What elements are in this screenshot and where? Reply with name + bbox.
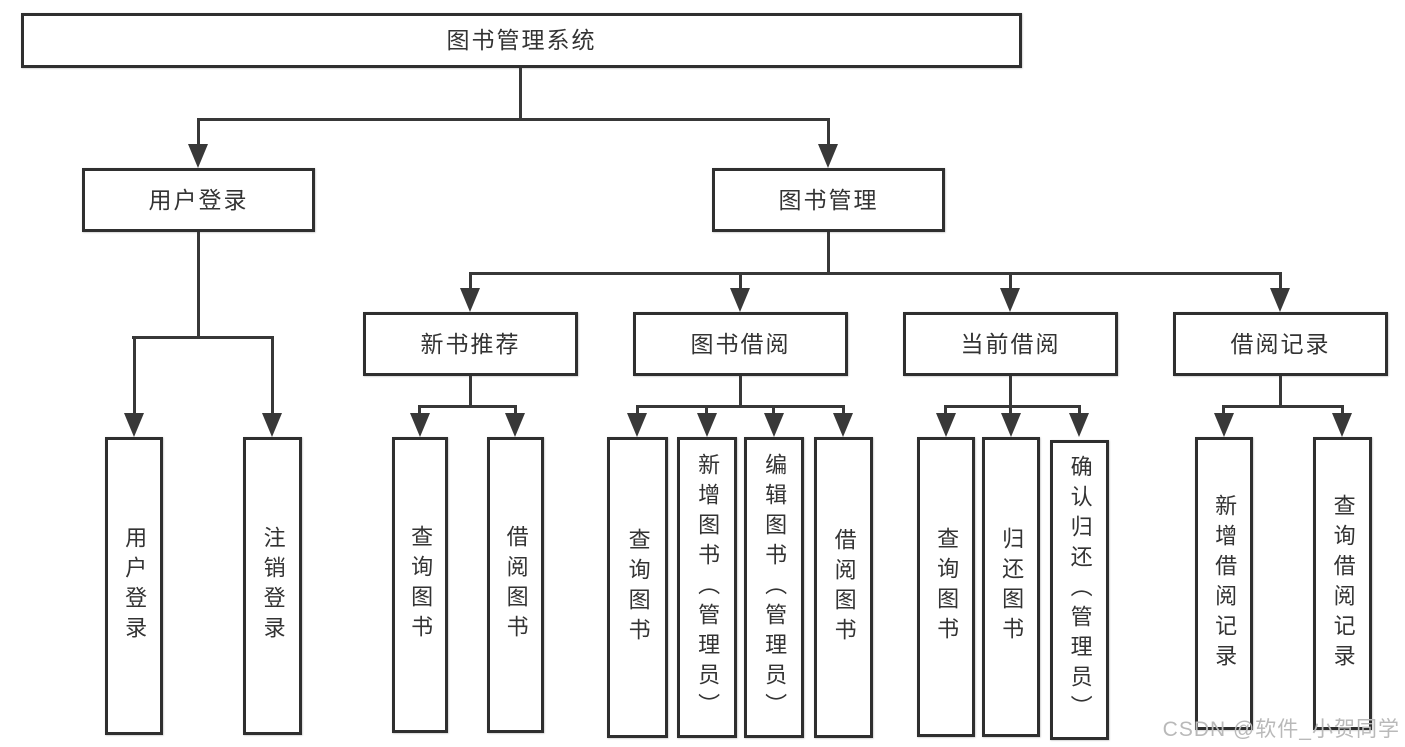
node-new-book-recommend: 新书推荐: [363, 312, 578, 376]
connector-stem-cb-return: [1009, 405, 1012, 413]
node-leaf-br-add-record: 新增借阅记录: [1195, 437, 1253, 730]
connector-stem-logout: [271, 336, 274, 413]
node-book-borrowing-label: 图书借阅: [690, 330, 791, 357]
connector-stem-new-book-recommend: [469, 272, 472, 288]
connector-stem-borrowing-records: [1279, 272, 1282, 288]
connector-stem-cb-query: [944, 405, 947, 413]
node-book-management-label: 图书管理: [778, 186, 879, 213]
node-leaf-bb-edit-books-admin-label: 编辑图书（管理员）: [762, 452, 788, 723]
connector-root-trunk: [519, 68, 522, 120]
arrow-nbr-query: [410, 413, 430, 437]
connector-nbr-rail: [418, 405, 516, 408]
node-library-management-system: 图书管理系统: [21, 13, 1022, 68]
connector-bb-trunk: [739, 376, 742, 405]
node-leaf-cb-return-books: 归还图书: [982, 437, 1040, 737]
connector-cb-trunk: [1009, 376, 1012, 405]
node-current-borrowing: 当前借阅: [903, 312, 1118, 376]
node-leaf-bb-edit-books-admin: 编辑图书（管理员）: [744, 437, 804, 738]
connector-stem-book-management: [827, 118, 830, 144]
connector-stem-br-query: [1341, 405, 1344, 413]
connector-stem-nbr-borrow: [514, 405, 517, 413]
node-library-management-system-label: 图书管理系统: [446, 27, 597, 53]
arrow-user-login-child: [124, 413, 144, 437]
arrow-cb-confirm: [1069, 413, 1089, 437]
node-leaf-logout-label: 注销登录: [260, 526, 286, 646]
arrow-user-login: [188, 144, 208, 168]
arrow-cb-return: [1001, 413, 1021, 437]
connector-br-rail: [1222, 405, 1344, 408]
connector-root-rail: [197, 118, 830, 121]
arrow-book-borrowing: [730, 288, 750, 312]
connector-br-trunk: [1279, 376, 1282, 405]
node-leaf-user-login-label: 用户登录: [122, 526, 148, 646]
node-leaf-nbr-query-books-label: 查询图书: [408, 525, 434, 645]
node-leaf-nbr-query-books: 查询图书: [392, 437, 448, 733]
node-user-login: 用户登录: [82, 168, 315, 232]
node-leaf-cb-query-books: 查询图书: [917, 437, 975, 737]
node-leaf-cb-confirm-return-admin: 确认归还（管理员）: [1050, 440, 1109, 740]
connector-stem-bb-edit: [772, 405, 775, 413]
arrow-bb-query: [627, 413, 647, 437]
arrow-new-book-recommend: [460, 288, 480, 312]
node-leaf-bb-borrow-books: 借阅图书: [814, 437, 873, 738]
node-leaf-br-add-record-label: 新增借阅记录: [1212, 493, 1238, 674]
arrow-br-query: [1332, 413, 1352, 437]
csdn-watermark: CSDN @软件_小贺同学: [1162, 718, 1400, 741]
arrow-current-borrowing: [1000, 288, 1020, 312]
node-leaf-cb-return-books-label: 归还图书: [999, 527, 1025, 647]
node-book-management: 图书管理: [712, 168, 945, 232]
connector-stem-br-add: [1222, 405, 1225, 413]
node-leaf-br-query-record: 查询借阅记录: [1313, 437, 1372, 730]
arrow-borrowing-records: [1270, 288, 1290, 312]
node-new-book-recommend-label: 新书推荐: [420, 330, 521, 357]
node-leaf-user-login: 用户登录: [105, 437, 163, 735]
connector-book-management-rail: [469, 272, 1282, 275]
connector-book-management-trunk: [827, 232, 830, 272]
connector-cb-rail: [944, 405, 1081, 408]
arrow-bb-edit: [764, 413, 784, 437]
node-leaf-bb-add-books-admin-label: 新增图书（管理员）: [695, 452, 721, 723]
connector-stem-book-borrowing: [739, 272, 742, 288]
arrow-bb-add: [697, 413, 717, 437]
connector-stem-bb-add: [705, 405, 708, 413]
node-borrowing-records-label: 借阅记录: [1230, 330, 1331, 357]
connector-stem-user-login-child: [133, 336, 136, 413]
arrow-logout: [262, 413, 282, 437]
node-leaf-logout: 注销登录: [243, 437, 302, 735]
connector-stem-current-borrowing: [1009, 272, 1012, 288]
connector-bb-rail: [636, 405, 845, 408]
node-leaf-bb-query-books: 查询图书: [607, 437, 668, 738]
node-leaf-bb-query-books-label: 查询图书: [625, 527, 651, 648]
arrow-br-add: [1214, 413, 1234, 437]
connector-stem-nbr-query: [418, 405, 421, 413]
node-leaf-nbr-borrow-books: 借阅图书: [487, 437, 544, 733]
node-leaf-br-query-record-label: 查询借阅记录: [1330, 493, 1356, 674]
node-leaf-cb-confirm-return-admin-label: 确认归还（管理员）: [1067, 455, 1093, 725]
node-leaf-cb-query-books-label: 查询图书: [934, 527, 960, 647]
connector-nbr-trunk: [469, 376, 472, 405]
node-leaf-bb-borrow-books-label: 借阅图书: [831, 527, 857, 648]
connector-user-login-rail: [132, 336, 273, 339]
node-current-borrowing-label: 当前借阅: [960, 330, 1061, 357]
node-book-borrowing: 图书借阅: [633, 312, 848, 376]
arrow-bb-borrow: [833, 413, 853, 437]
arrow-cb-query: [936, 413, 956, 437]
connector-user-login-trunk: [197, 232, 200, 336]
node-leaf-bb-add-books-admin: 新增图书（管理员）: [677, 437, 737, 738]
connector-stem-user-login: [197, 118, 200, 144]
connector-stem-cb-confirm: [1078, 405, 1081, 413]
connector-stem-bb-borrow: [842, 405, 845, 413]
arrow-book-management: [818, 144, 838, 168]
connector-stem-bb-query: [636, 405, 639, 413]
node-borrowing-records: 借阅记录: [1173, 312, 1388, 376]
node-leaf-nbr-borrow-books-label: 借阅图书: [503, 525, 529, 645]
node-user-login-label: 用户登录: [148, 186, 249, 213]
arrow-nbr-borrow: [505, 413, 525, 437]
